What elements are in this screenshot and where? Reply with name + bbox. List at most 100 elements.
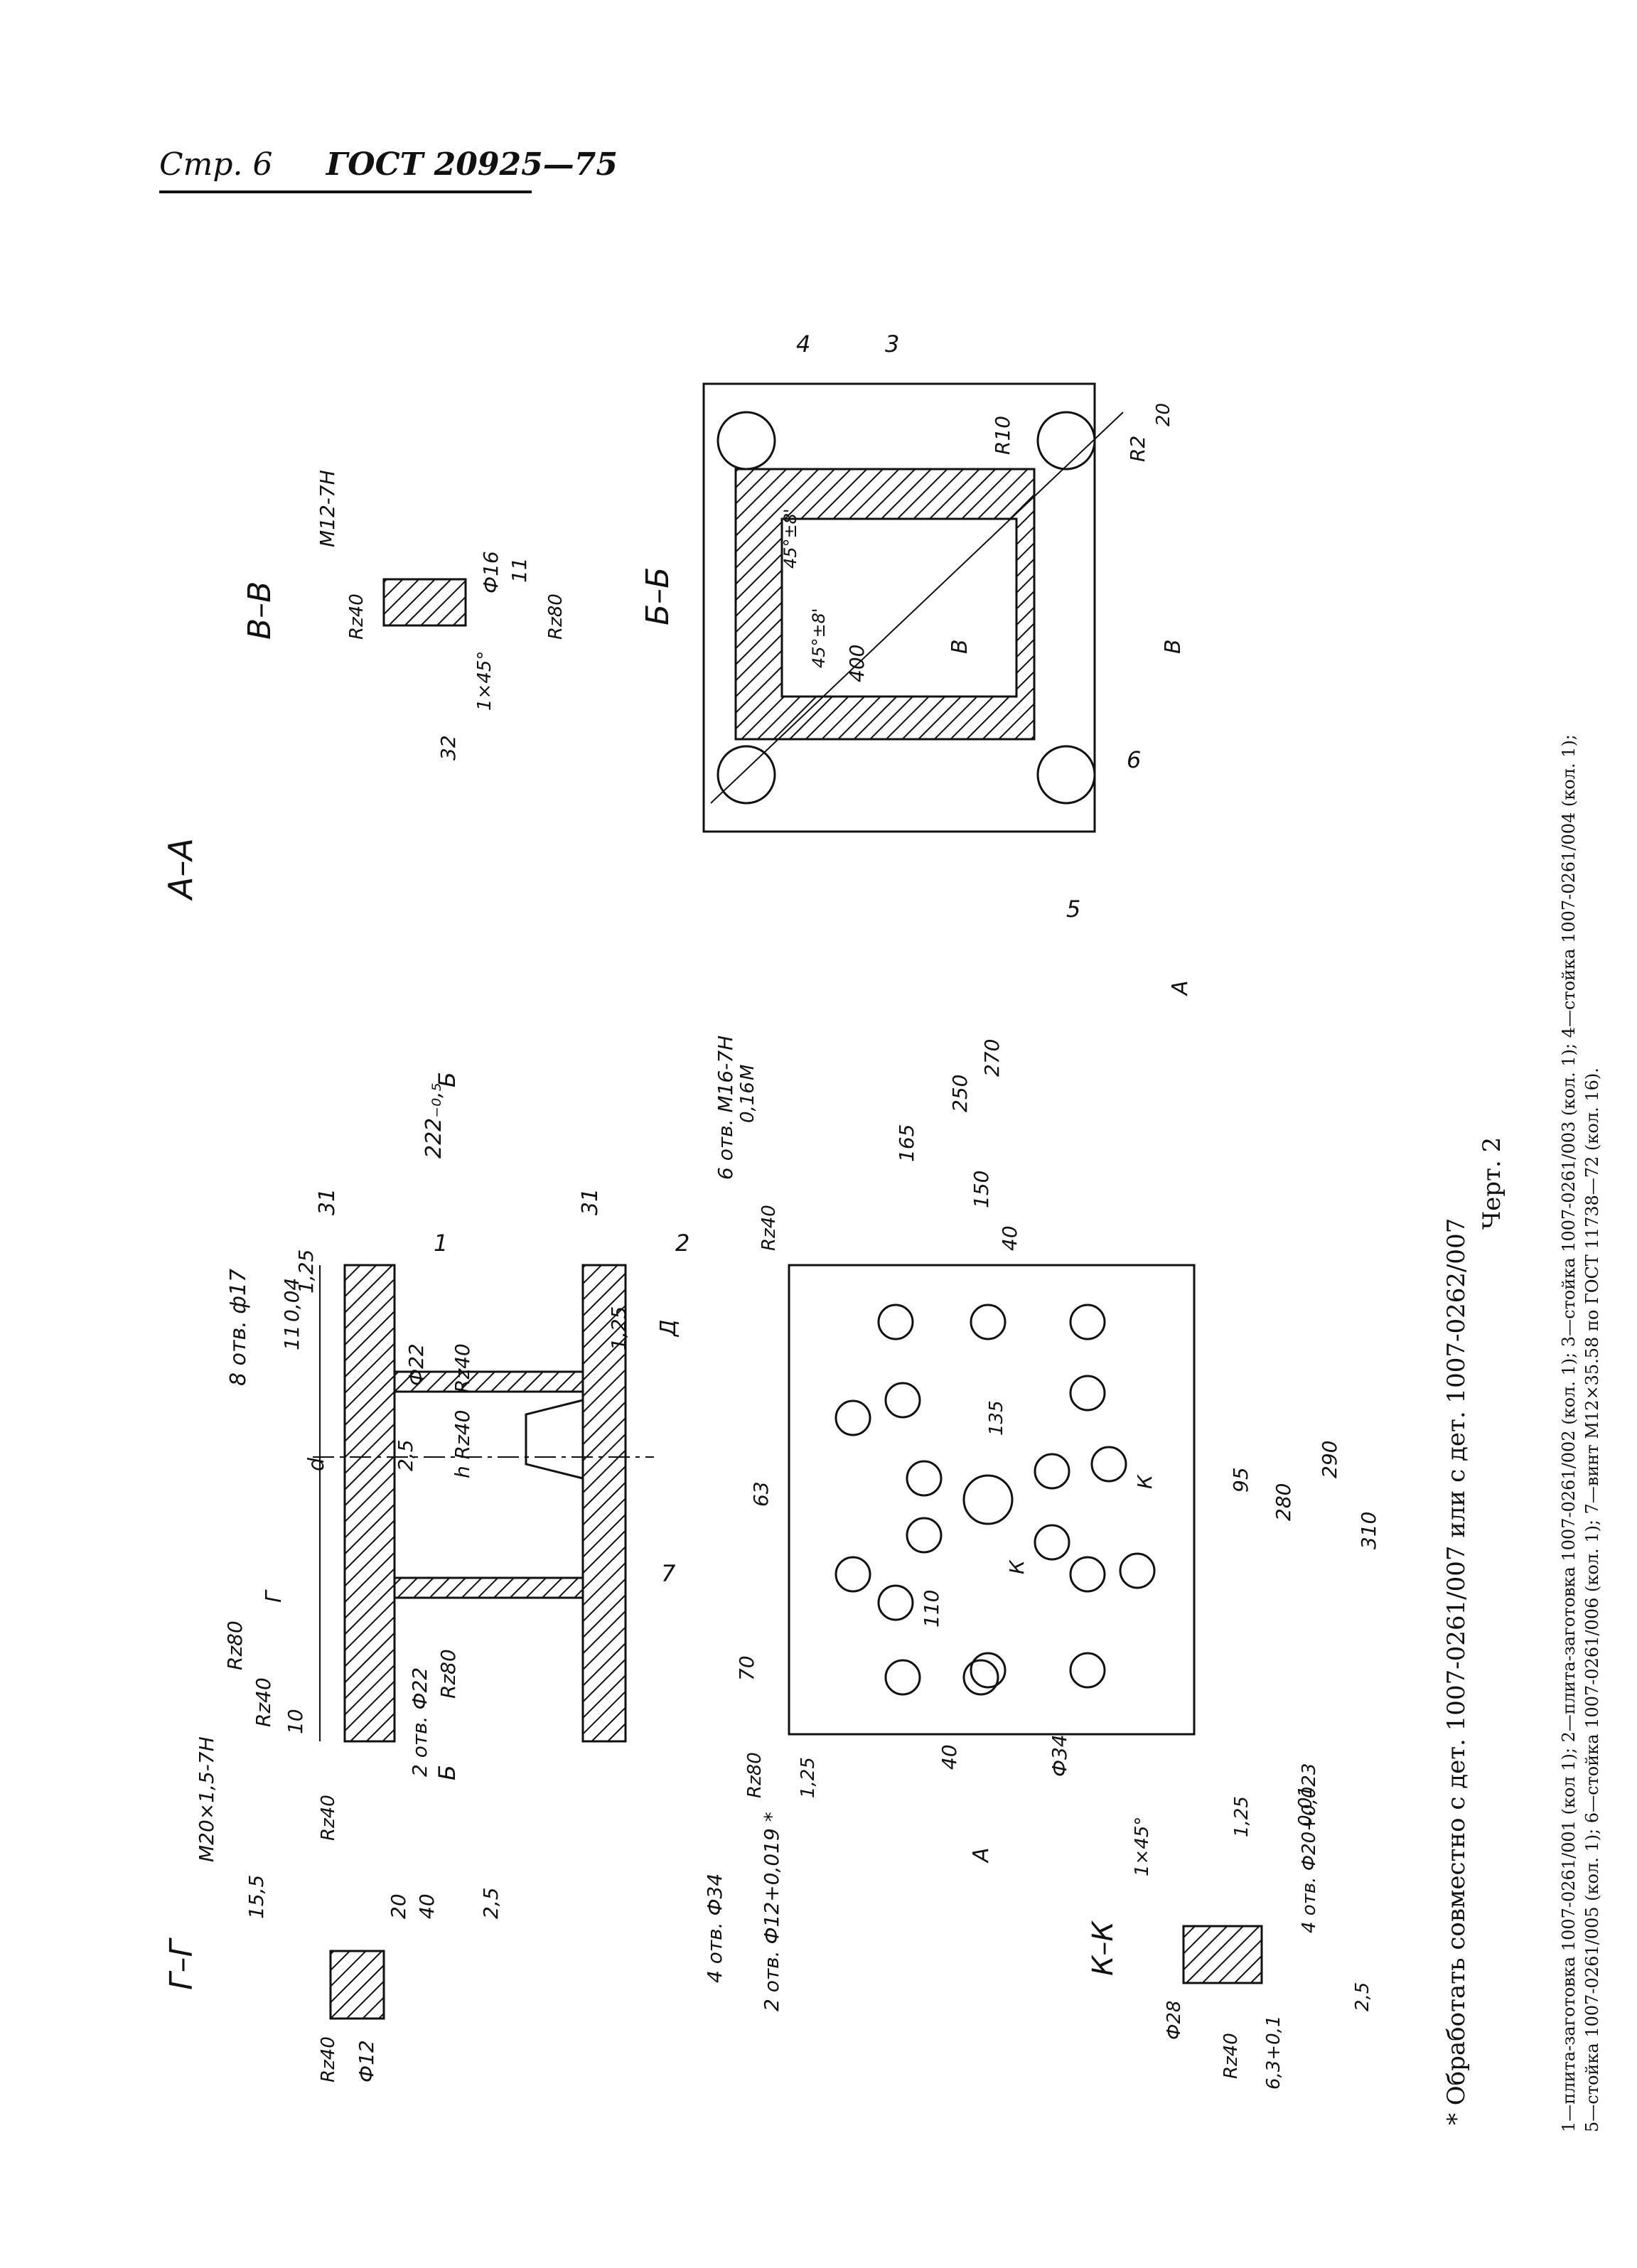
bb-v-1: В xyxy=(948,639,972,654)
label-aa: А–А xyxy=(161,838,200,901)
vv-body xyxy=(382,578,467,627)
part-1: 1 xyxy=(434,1230,448,1257)
plan-holes xyxy=(834,1304,1156,1696)
plan-outline xyxy=(788,1264,1196,1736)
kk-chamfer: 1×45° xyxy=(1132,1817,1153,1876)
plan-2holes: 2 отв. Ф12+0,019 * xyxy=(760,1812,783,2011)
part-7: 7 xyxy=(661,1560,676,1587)
kk-body xyxy=(1182,1925,1263,1984)
plate-2 xyxy=(581,1264,627,1743)
bb-20: 20 xyxy=(1153,403,1174,426)
legend-line-1: 1—плита-заготовка 1007-0261/001 (кол 1);… xyxy=(1559,734,1579,2132)
plan-4holes: 4 отв. Ф34 xyxy=(703,1874,726,1983)
bb-angle-1: 45°±8' xyxy=(780,508,800,569)
plan-63: 63 xyxy=(749,1481,773,1507)
plan-6holes: 6 отв. М16-7Н xyxy=(714,1036,737,1180)
plan-70: 70 xyxy=(735,1655,758,1681)
dim-222: 222₋₀,₅ xyxy=(422,1082,446,1159)
caption: Черт. 2 xyxy=(1478,1137,1506,1230)
dim-2-holes: 2 отв. Ф22 xyxy=(408,1667,431,1777)
vv-rz40: Rz40 xyxy=(346,593,367,640)
label-vv: В–В xyxy=(242,581,278,640)
plan-016: 0,16 xyxy=(737,1082,758,1123)
bb-corner-3 xyxy=(1036,411,1096,471)
dim-8-holes: 8 отв. ф17 xyxy=(226,1269,251,1386)
plan-135: 135 xyxy=(986,1400,1007,1436)
label-bb: Б–Б xyxy=(640,567,676,625)
plan-rz40: Rz40 xyxy=(758,1205,780,1251)
plan-view: 270 250 165 150 40 6 отв. М16-7Н 0,16 М … xyxy=(703,980,1380,2011)
bb-part-6: 6 xyxy=(1127,746,1141,773)
kk-125: 1,25 xyxy=(1231,1796,1252,1837)
datum-d: Д xyxy=(656,1320,681,1338)
gg-rz40b: Rz40 xyxy=(318,2036,339,2082)
bb-outline xyxy=(702,382,1096,833)
bb-part-5: 5 xyxy=(1066,896,1080,923)
dim-25: 2,5 xyxy=(394,1439,417,1471)
dim-31a: 31 xyxy=(315,1188,340,1215)
rz80-b: Rz80 xyxy=(436,1649,460,1699)
label-kk: К–К xyxy=(1087,1920,1120,1976)
section-kk: К–К 1×45° Ф28 Rz40 6,3+0,1 1,25 4 отв. Ф… xyxy=(1087,1763,1373,2090)
gg-rz40a: Rz40 xyxy=(318,1795,339,1841)
bb-part-3: 3 xyxy=(885,330,899,358)
section-vv: В–В M12-7H Ф16 11 Rz40 Rz80 1×45° 32 xyxy=(242,470,567,761)
plan-rz80: Rz80 xyxy=(744,1752,766,1798)
vv-m12: M12-7H xyxy=(316,470,339,547)
legend-line-2: 5—стойка 1007-0261/005 (кол. 1); 6—стойк… xyxy=(1582,1068,1602,2132)
gg-155: 15,5 xyxy=(245,1875,268,1919)
gg-body xyxy=(329,1950,385,2020)
gg-40: 40 xyxy=(415,1893,439,1919)
header-rule xyxy=(159,190,532,193)
rz80-a: Rz80 xyxy=(223,1621,247,1670)
kk-f28: Ф28 xyxy=(1164,2001,1185,2040)
plan-150: 150 xyxy=(970,1171,993,1208)
plan-165: 165 xyxy=(895,1124,918,1162)
section-b-top: Б xyxy=(434,1072,461,1087)
rz40-b: Rz40 xyxy=(252,1677,275,1727)
kk-rz40: Rz40 xyxy=(1220,2033,1242,2079)
plan-310: 310 xyxy=(1357,1512,1380,1549)
kk-25: 2,5 xyxy=(1352,1982,1373,2011)
plan-95: 95 xyxy=(1229,1467,1252,1493)
plan-m: М xyxy=(737,1065,758,1080)
page-header: Стр. 6 ГОСТ 20925—75 xyxy=(159,146,618,183)
bb-v-2: В xyxy=(1161,639,1186,654)
gg-f12: Ф12 xyxy=(355,2040,378,2082)
plan-f34: Ф34 xyxy=(1048,1734,1071,1777)
dim-004: 0,04 xyxy=(280,1278,304,1322)
vv-f16: Ф16 xyxy=(479,551,503,593)
vv-rz80: Rz80 xyxy=(545,593,567,640)
bb-corner-4 xyxy=(1036,745,1096,805)
bb-angle-2: 45°±8' xyxy=(809,608,829,668)
dim-125a: 1,25 xyxy=(294,1249,318,1294)
plan-40a: 40 xyxy=(998,1225,1021,1251)
standard-number: ГОСТ 20925—75 xyxy=(326,146,618,183)
plan-290: 290 xyxy=(1318,1441,1341,1478)
kk-63: 6,3+0,1 xyxy=(1263,2016,1284,2090)
plan-k2: К xyxy=(1005,1559,1029,1574)
plan-k1: К xyxy=(1133,1474,1156,1489)
plan-250: 250 xyxy=(948,1075,972,1112)
bb-r2: R2 xyxy=(1126,436,1149,462)
plan-a-bottom: А xyxy=(969,1847,994,1864)
label-gg: Г–Г xyxy=(163,1937,200,1990)
kk-4holes: 4 отв. Ф20+0,023 xyxy=(1299,1763,1320,1933)
dim-f22: Ф22 xyxy=(404,1343,428,1386)
plan-280: 280 xyxy=(1272,1483,1295,1521)
section-bb: Б–Б R10 R2 20 400 45°±8' 45°±8' В В 4 3 … xyxy=(640,330,1186,923)
footnote: * Обработать совместно с дет. 1007-0261/… xyxy=(1442,1218,1471,2125)
section-gg: Г–Г M20×1,5-7H 15,5 20 40 2,5 Ф12 Rz40 R… xyxy=(163,1736,503,2082)
part-2: 2 xyxy=(675,1230,689,1257)
notes: * Обработать совместно с дет. 1007-0261/… xyxy=(1442,734,1602,2132)
column-left xyxy=(393,1370,584,1393)
plan-40b: 40 xyxy=(938,1744,961,1770)
section-mark-g: Г xyxy=(262,1589,286,1603)
plan-125: 1,25 xyxy=(798,1757,819,1798)
vv-chamfer: 1×45° xyxy=(474,651,495,711)
gg-25: 2,5 xyxy=(479,1887,503,1919)
page-number: Стр. 6 xyxy=(159,146,273,183)
bb-r10: R10 xyxy=(991,416,1014,455)
center-block xyxy=(525,1399,584,1480)
section-aa: А–А 222₋₀,₅ 31 31 1,25 1,25 8 отв. ф17 1… xyxy=(161,838,689,1780)
